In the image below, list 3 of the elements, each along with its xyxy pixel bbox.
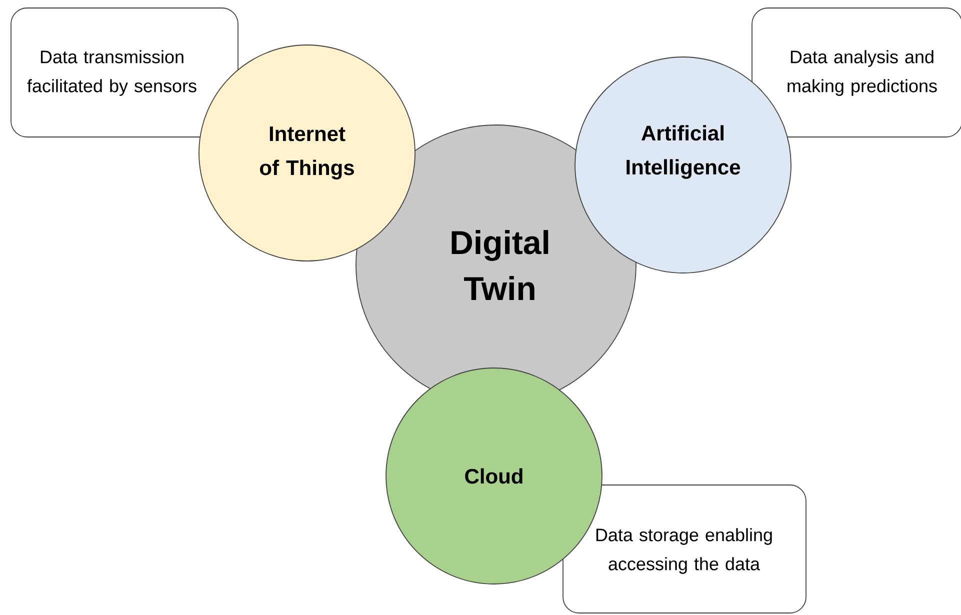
description-box: Data transmission facilitated by sensors (10, 8, 238, 138)
description-box: Data analysis and making predictions (752, 8, 961, 138)
description-box: Data storage enabling accessing the data (562, 484, 806, 614)
